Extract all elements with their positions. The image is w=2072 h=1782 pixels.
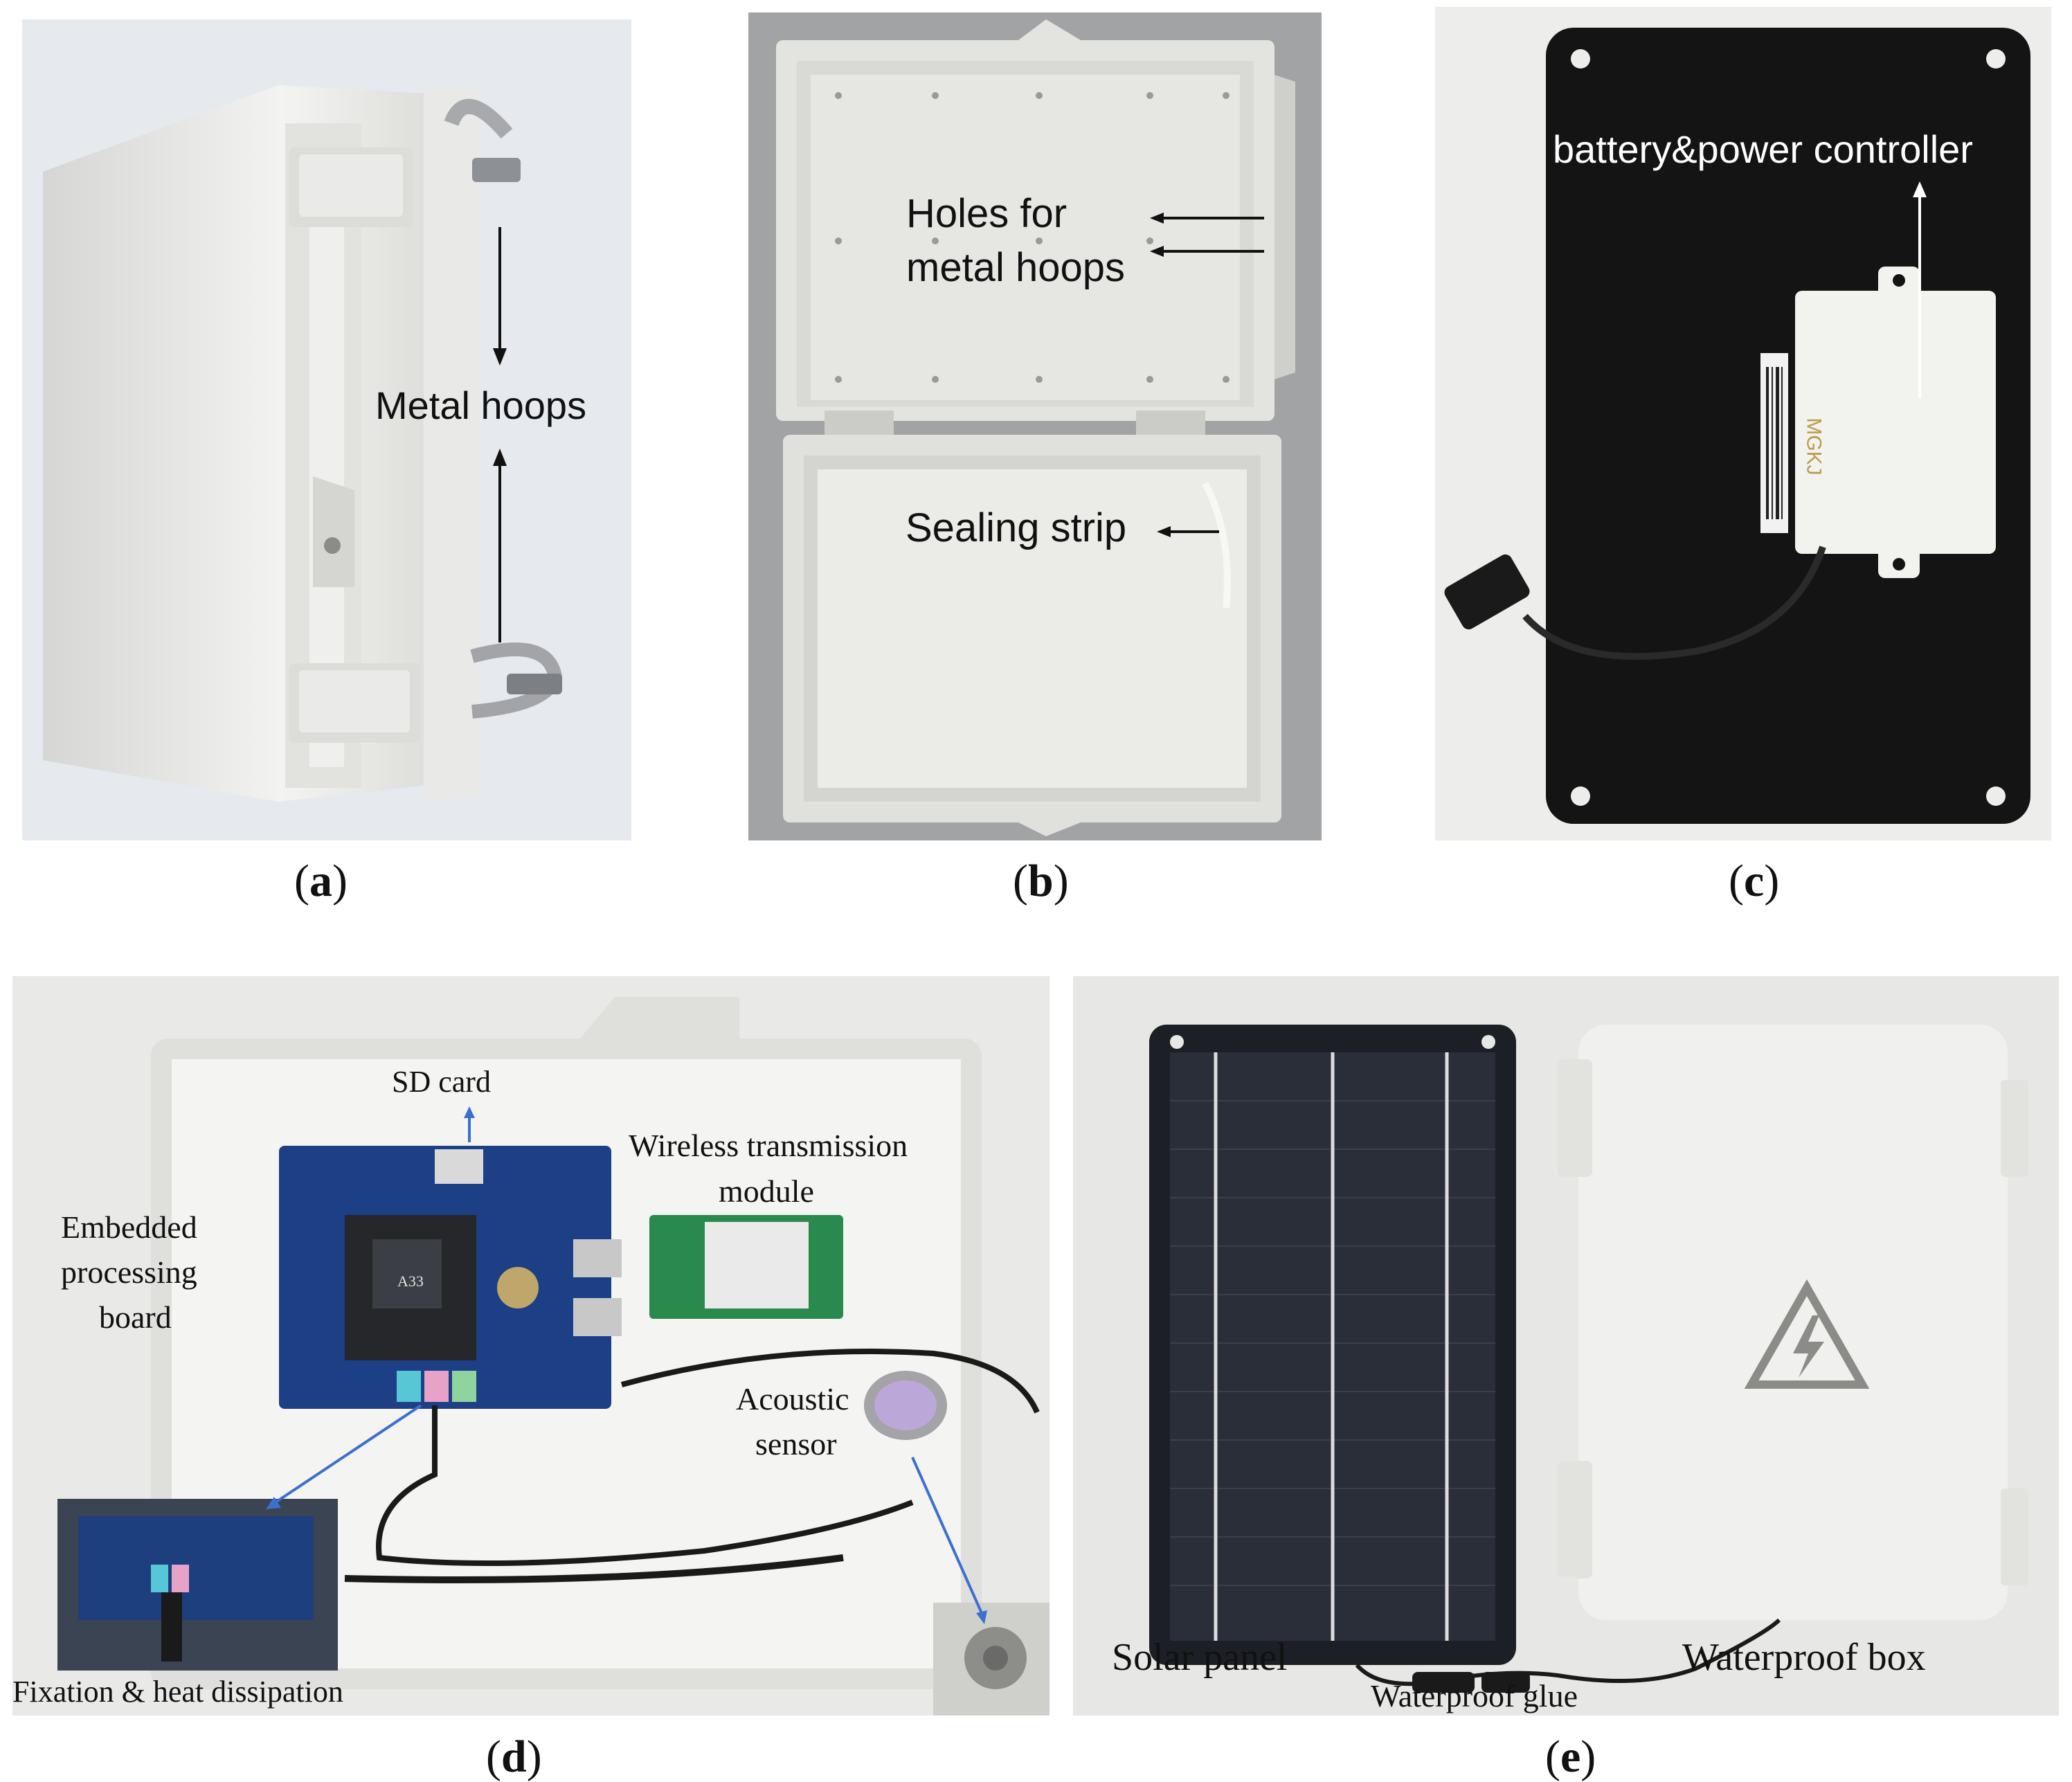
fixation-label: Fixation & heat dissipation <box>12 1675 343 1709</box>
holes-label-line1: Holes for <box>906 191 1067 236</box>
metal-hoops-label: Metal hoops <box>375 384 587 427</box>
embedded-label-line3: board <box>99 1299 172 1335</box>
enclosure-interior-image <box>12 976 1049 1716</box>
caption-a-letter: a <box>309 856 332 906</box>
enclosure-side-view-image <box>22 19 631 840</box>
open-enclosure-image <box>748 12 1322 840</box>
embedded-label-line1: Embedded <box>61 1209 197 1245</box>
caption-e-letter: e <box>1560 1731 1581 1782</box>
solar-panel-label: Solar panel <box>1112 1636 1288 1679</box>
embedded-label-line2: processing <box>61 1254 197 1290</box>
wireless-label-line1: Wireless transmission <box>629 1128 908 1163</box>
holes-label-line2: metal hoops <box>906 245 1125 290</box>
photo-panel-a: Metal hoops <box>22 19 631 840</box>
acoustic-label-line1: Acoustic <box>736 1381 849 1416</box>
photo-panel-d: A33 SD card Wireless transmission module… <box>12 976 1049 1716</box>
wireless-label-line2: module <box>719 1173 814 1209</box>
photo-panel-e: Solar panel Waterproof glue Waterproof b… <box>1073 976 2059 1716</box>
caption-d-letter: d <box>501 1731 527 1782</box>
acoustic-label-line2: sensor <box>755 1426 837 1461</box>
device-marking: MGKJ <box>1802 417 1826 476</box>
caption-c: (c) <box>1729 856 1780 906</box>
waterproof-box-label: Waterproof box <box>1682 1636 1926 1679</box>
waterproof-glue-label: Waterproof glue <box>1371 1678 1578 1713</box>
caption-b: (b) <box>1013 856 1069 906</box>
photo-panel-b: Holes for metal hoops Sealing strip <box>748 12 1322 840</box>
chip-marking: A33 <box>397 1272 424 1290</box>
caption-b-letter: b <box>1027 856 1054 906</box>
caption-a: (a) <box>294 856 348 906</box>
caption-d: (d) <box>486 1731 542 1782</box>
sealing-strip-label: Sealing strip <box>906 505 1127 550</box>
solar-and-box-image <box>1073 976 2059 1716</box>
battery-plate-image <box>1435 7 2051 840</box>
caption-e: (e) <box>1545 1731 1596 1782</box>
caption-c-letter: c <box>1743 856 1765 906</box>
battery-controller-label: battery&power controller <box>1553 127 1973 171</box>
photo-panel-c: MGKJ battery&power controller <box>1435 7 2051 840</box>
sd-card-label: SD card <box>392 1065 491 1099</box>
